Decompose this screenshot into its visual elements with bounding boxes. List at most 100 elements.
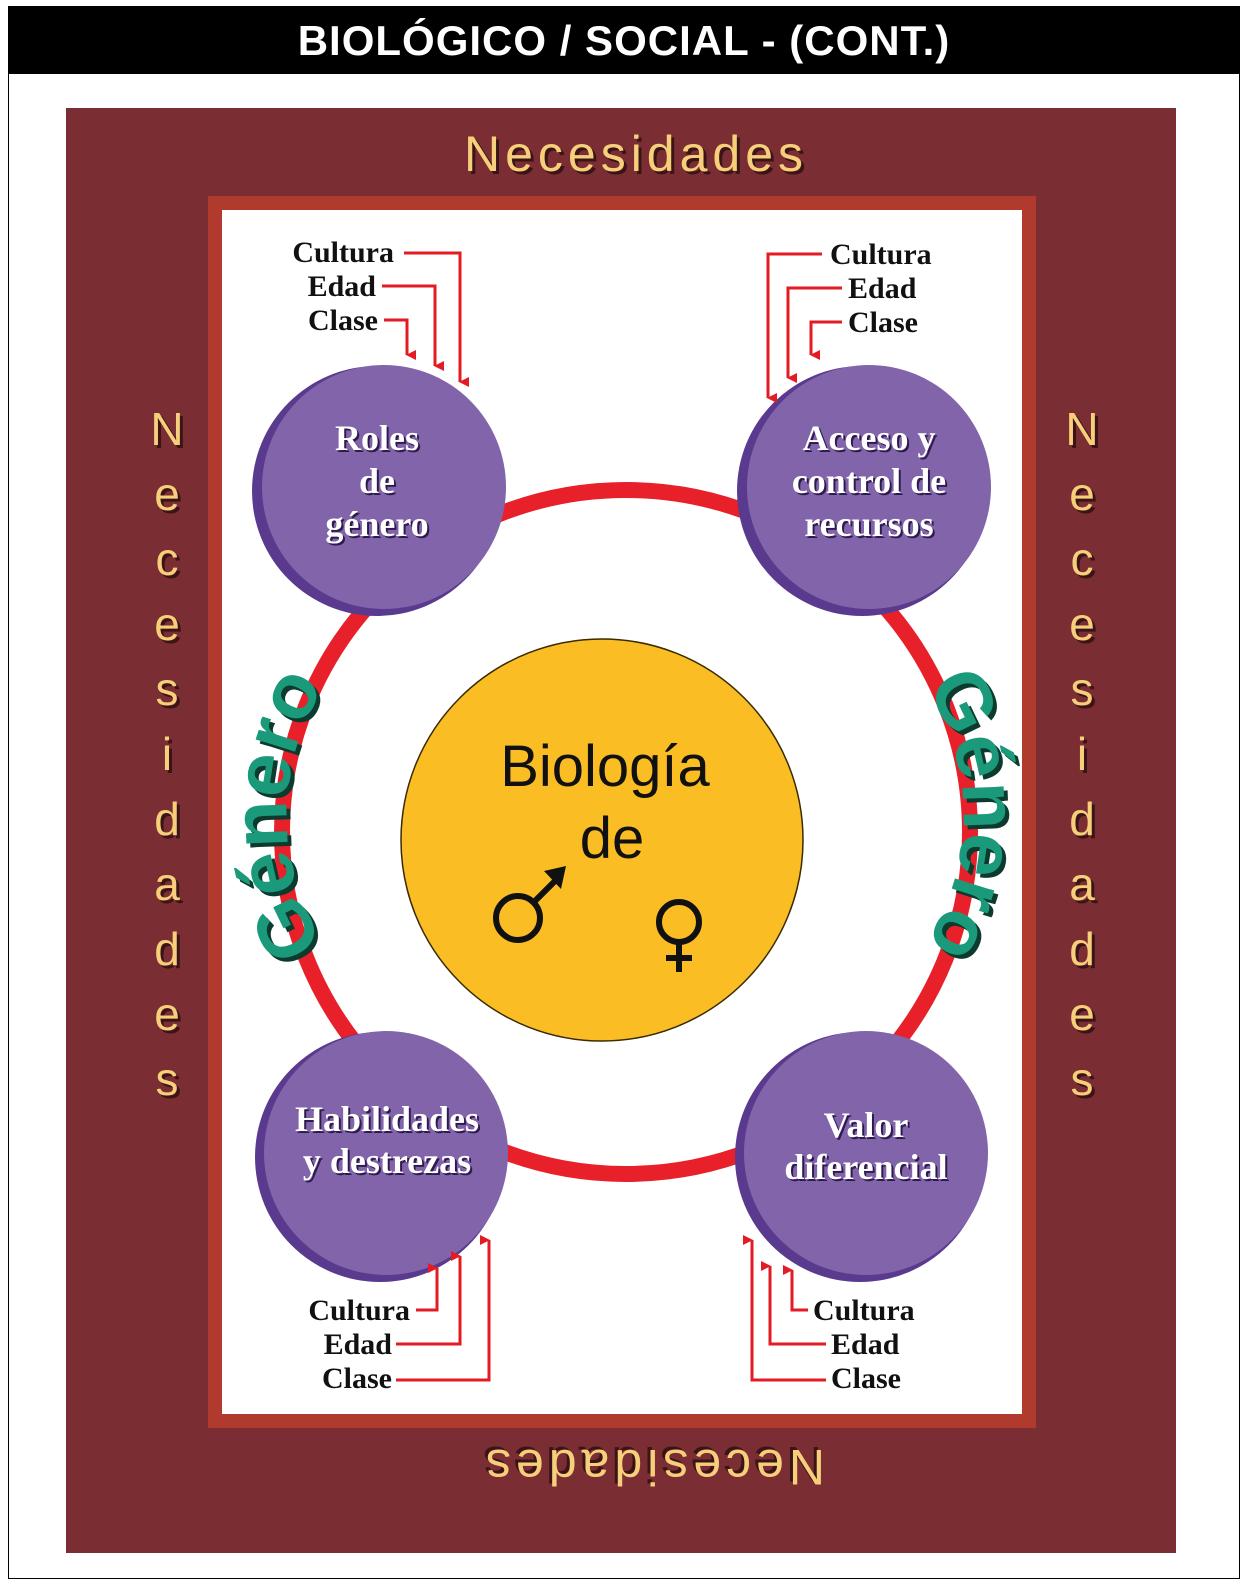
necesidades-left-letter: c (156, 533, 179, 585)
necesidades-right-letter: N (1065, 403, 1098, 455)
node-acceso-line3-shadow: recursos (806, 506, 935, 546)
biology-title: Biología (500, 734, 710, 799)
necesidades-right-letter-shadow: s (1074, 666, 1097, 718)
tl-factor-cultura: Cultura (292, 236, 394, 269)
tl-factor-clase: Clase (308, 304, 378, 337)
bl-arrow-edad (396, 1251, 462, 1346)
necesidades-right-letter: e (1069, 598, 1095, 650)
necesidades-right-letter: e (1069, 468, 1095, 520)
necesidades-right-letter-shadow: c (1074, 536, 1097, 588)
page-title: BIOLÓGICO / SOCIAL - (CONT.) (8, 6, 1240, 74)
node-acceso-line2-shadow: control de (794, 463, 948, 503)
br-factor-edad: Edad (831, 1328, 900, 1361)
br-factor-cultura: Cultura (813, 1294, 915, 1327)
tr-arrow-clase (809, 320, 842, 360)
necesidades-left-letter: e (154, 468, 180, 520)
necesidades-left-letter-shadow: d (157, 926, 183, 978)
necesidades-right-letter-shadow: e (1072, 991, 1098, 1043)
necesidades-right-letter: s (1071, 1053, 1094, 1105)
necesidades-left-letter-shadow: d (157, 796, 183, 848)
necesidades-left-letter-shadow: s (159, 666, 182, 718)
br-arrow-edad (761, 1261, 826, 1346)
necesidades-left-letter: i (162, 728, 172, 780)
necesidades-right-letter-shadow: i (1080, 731, 1090, 783)
node-acceso-line1-shadow: Acceso y (805, 420, 938, 460)
node-habilidades-line2: y destrezas (303, 1141, 471, 1181)
necesidades-right-letter-shadow: s (1074, 1056, 1097, 1108)
tr-factor-clase: Clase (848, 306, 918, 339)
necesidades-bottom-shadow: Necesidades (478, 1436, 822, 1492)
male-icon (493, 866, 566, 943)
tl-arrow-edad (382, 284, 444, 371)
br-arrow-clase (743, 1235, 826, 1382)
necesidades-right-letter: i (1077, 728, 1087, 780)
tr-factor-cultura: Cultura (830, 238, 932, 271)
necesidades-top: Necesidades (464, 126, 808, 182)
necesidades-left-letter: N (150, 403, 183, 455)
node-acceso-line1: Acceso y (803, 418, 936, 458)
necesidades-right-letter-shadow: e (1072, 601, 1098, 653)
node-valor-line1-shadow: Valor (826, 1107, 911, 1147)
tr-factor-edad: Edad (848, 272, 917, 305)
bl-arrow-cultura (416, 1263, 439, 1312)
node-habilidades: Habilidades Habilidades y destrezas y de… (255, 1031, 508, 1282)
node-valor: Valor Valor diferencial diferencial (735, 1031, 988, 1282)
node-valor-line1: Valor (824, 1105, 909, 1145)
necesidades-left-letter-shadow: c (159, 536, 182, 588)
necesidades-left-letter-shadow: s (159, 1056, 182, 1108)
node-habilidades-line1-shadow: Habilidades (297, 1101, 481, 1141)
necesidades-left-letter: e (154, 598, 180, 650)
necesidades-bottom: Necesidades (481, 1439, 825, 1495)
necesidades-left-letter: s (156, 663, 179, 715)
necesidades-right-letter-shadow: d (1072, 796, 1098, 848)
node-roles-line2: de (359, 461, 395, 501)
necesidades-left-letter-shadow: N (153, 406, 186, 458)
necesidades-top-shadow: Necesidades (467, 129, 811, 185)
necesidades-right-letter: c (1071, 533, 1094, 585)
necesidades-right-letter: e (1069, 988, 1095, 1040)
necesidades-right-letter-shadow: a (1072, 861, 1098, 913)
node-acceso-line2: control de (792, 461, 946, 501)
biology-circle (400, 638, 804, 1042)
node-roles: Roles Roles de de género género (252, 365, 506, 616)
node-roles-line1-shadow: Roles (337, 420, 421, 460)
node-roles-line3-shadow: género (327, 506, 430, 546)
node-roles-line1: Roles (335, 418, 419, 458)
tr-arrow-edad (786, 286, 842, 383)
bl-factor-clase: Clase (322, 1362, 392, 1395)
necesidades-left-letter: d (154, 793, 180, 845)
necesidades-right-letter: a (1069, 858, 1095, 910)
br-factor-clase: Clase (831, 1362, 901, 1395)
node-valor-line2-shadow: diferencial (786, 1149, 949, 1189)
necesidades-right-letter: d (1069, 793, 1095, 845)
node-acceso: Acceso y Acceso y control de control de … (737, 365, 991, 616)
tl-arrow-clase (384, 318, 416, 360)
necesidades-left-letter-shadow: e (157, 471, 183, 523)
node-roles-line2-shadow: de (361, 463, 397, 503)
necesidades-left-letter: e (154, 988, 180, 1040)
bl-arrow-clase (396, 1235, 491, 1382)
node-roles-line3: género (325, 504, 428, 544)
necesidades-left-letter: d (154, 923, 180, 975)
tl-factor-edad: Edad (308, 270, 377, 303)
necesidades-right-letter: s (1071, 663, 1094, 715)
necesidades-left-letter: s (156, 1053, 179, 1105)
br-arrow-cultura (783, 1265, 808, 1312)
necesidades-left-letter: a (154, 858, 180, 910)
biology-de: de (580, 806, 645, 871)
bl-factor-cultura: Cultura (308, 1294, 410, 1327)
female-icon (656, 899, 702, 972)
gender-ring (274, 482, 978, 1182)
node-habilidades-line2-shadow: y destrezas (305, 1143, 473, 1183)
bl-factor-edad: Edad (324, 1328, 393, 1361)
necesidades-right-letter: d (1069, 923, 1095, 975)
necesidades-left-letter-shadow: i (165, 731, 175, 783)
page-frame (8, 74, 1240, 1579)
node-acceso-line3: recursos (804, 504, 933, 544)
node-habilidades-line1: Habilidades (295, 1099, 479, 1139)
necesidades-right-letter-shadow: N (1068, 406, 1101, 458)
necesidades-right-letter-shadow: d (1072, 926, 1098, 978)
